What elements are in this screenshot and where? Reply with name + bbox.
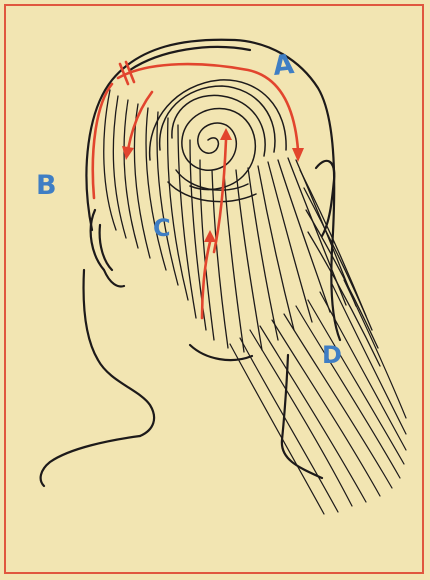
arrow-head-swirl — [220, 128, 232, 140]
guide-arrows — [93, 62, 298, 318]
arrow-a-path — [118, 64, 298, 150]
label-d: D — [322, 343, 342, 367]
right-ear — [316, 161, 334, 236]
neck-left — [84, 270, 155, 436]
left-ear — [91, 210, 124, 286]
label-c: C — [153, 216, 171, 240]
label-a: A — [272, 51, 296, 80]
arrow-c-up-path — [202, 242, 210, 318]
arrow-c-left-path — [128, 92, 152, 150]
arrow-b-path — [93, 84, 112, 198]
left-ear-inner — [100, 225, 112, 270]
hair-strands — [104, 90, 380, 366]
arrow-head-c-up — [204, 230, 216, 242]
hair-swirl — [150, 80, 286, 202]
arrow-head-a — [292, 148, 304, 162]
shoulder-left — [41, 436, 140, 486]
label-b: B — [36, 172, 57, 199]
